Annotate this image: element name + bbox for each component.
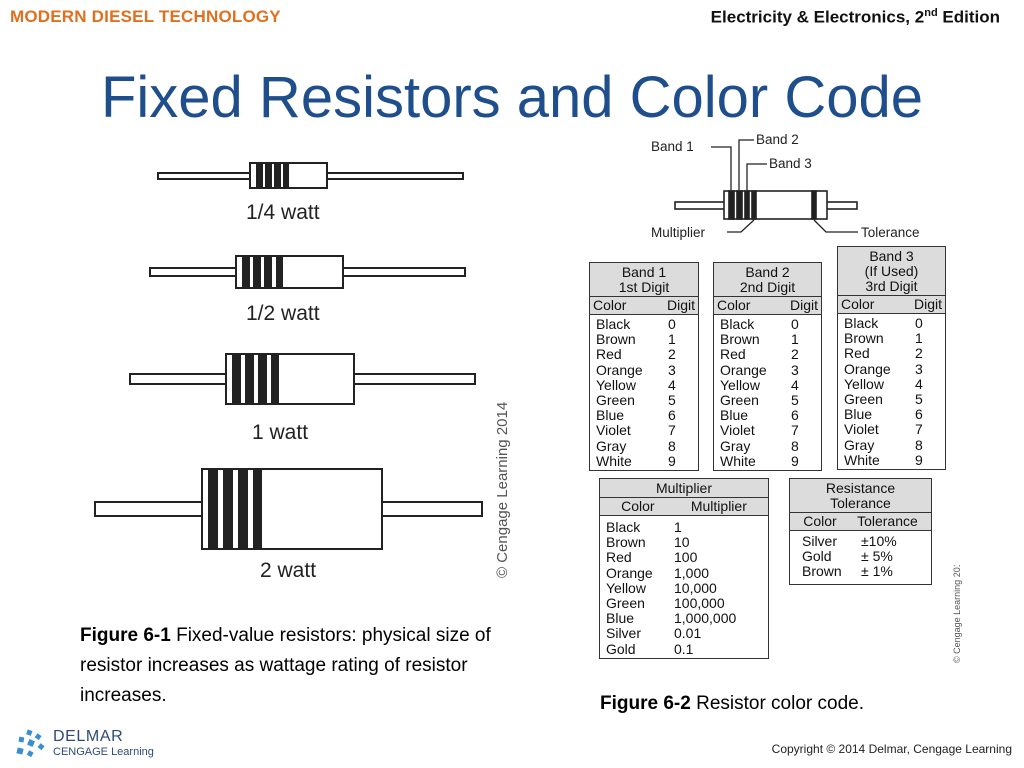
table-row: Brown± 1% xyxy=(802,563,893,580)
edition-title: Electricity & Electronics, 2nd Edition xyxy=(710,7,1000,27)
figure2-copyright: © Cengage Learning 2014 xyxy=(952,565,962,663)
resistor-label-half-watt: 1/2 watt xyxy=(246,302,320,325)
figure1-caption: Figure 6-1 Fixed-value resistors: physic… xyxy=(80,625,491,706)
delmar-logo-icon xyxy=(16,729,45,758)
resistor-label-two-watt: 2 watt xyxy=(260,559,317,582)
brand-title: MODERN DIESEL TECHNOLOGY xyxy=(10,7,281,26)
slide-title: Fixed Resistors and Color Code xyxy=(100,65,924,130)
resistor-label-quarter-watt: 1/4 watt xyxy=(246,201,320,224)
table-row: Gold± 5% xyxy=(802,548,893,565)
svg-text:Multiplier: Multiplier xyxy=(651,225,706,240)
svg-text:Band 2: Band 2 xyxy=(756,132,799,147)
footer-copyright: Copyright © 2014 Delmar, Cengage Learnin… xyxy=(771,742,1012,756)
figure2-caption: Figure 6-2 Resistor color code. xyxy=(600,693,864,714)
table-row: Silver±10% xyxy=(802,533,897,549)
svg-text:Tolerance: Tolerance xyxy=(861,225,920,240)
svg-text:© Cengage Learning 2014: © Cengage Learning 2014 xyxy=(952,565,962,663)
svg-text:© Cengage Learning 2014: © Cengage Learning 2014 xyxy=(494,402,511,578)
delmar-logo-text: DELMAR xyxy=(53,728,124,745)
svg-text:Band 3: Band 3 xyxy=(769,156,812,171)
cengage-logo-text: CENGAGE Learning xyxy=(53,746,154,758)
svg-text:Band 1: Band 1 xyxy=(651,139,694,154)
figure1-copyright: © Cengage Learning 2014 xyxy=(494,402,511,578)
resistor-label-one-watt: 1 watt xyxy=(252,421,309,444)
